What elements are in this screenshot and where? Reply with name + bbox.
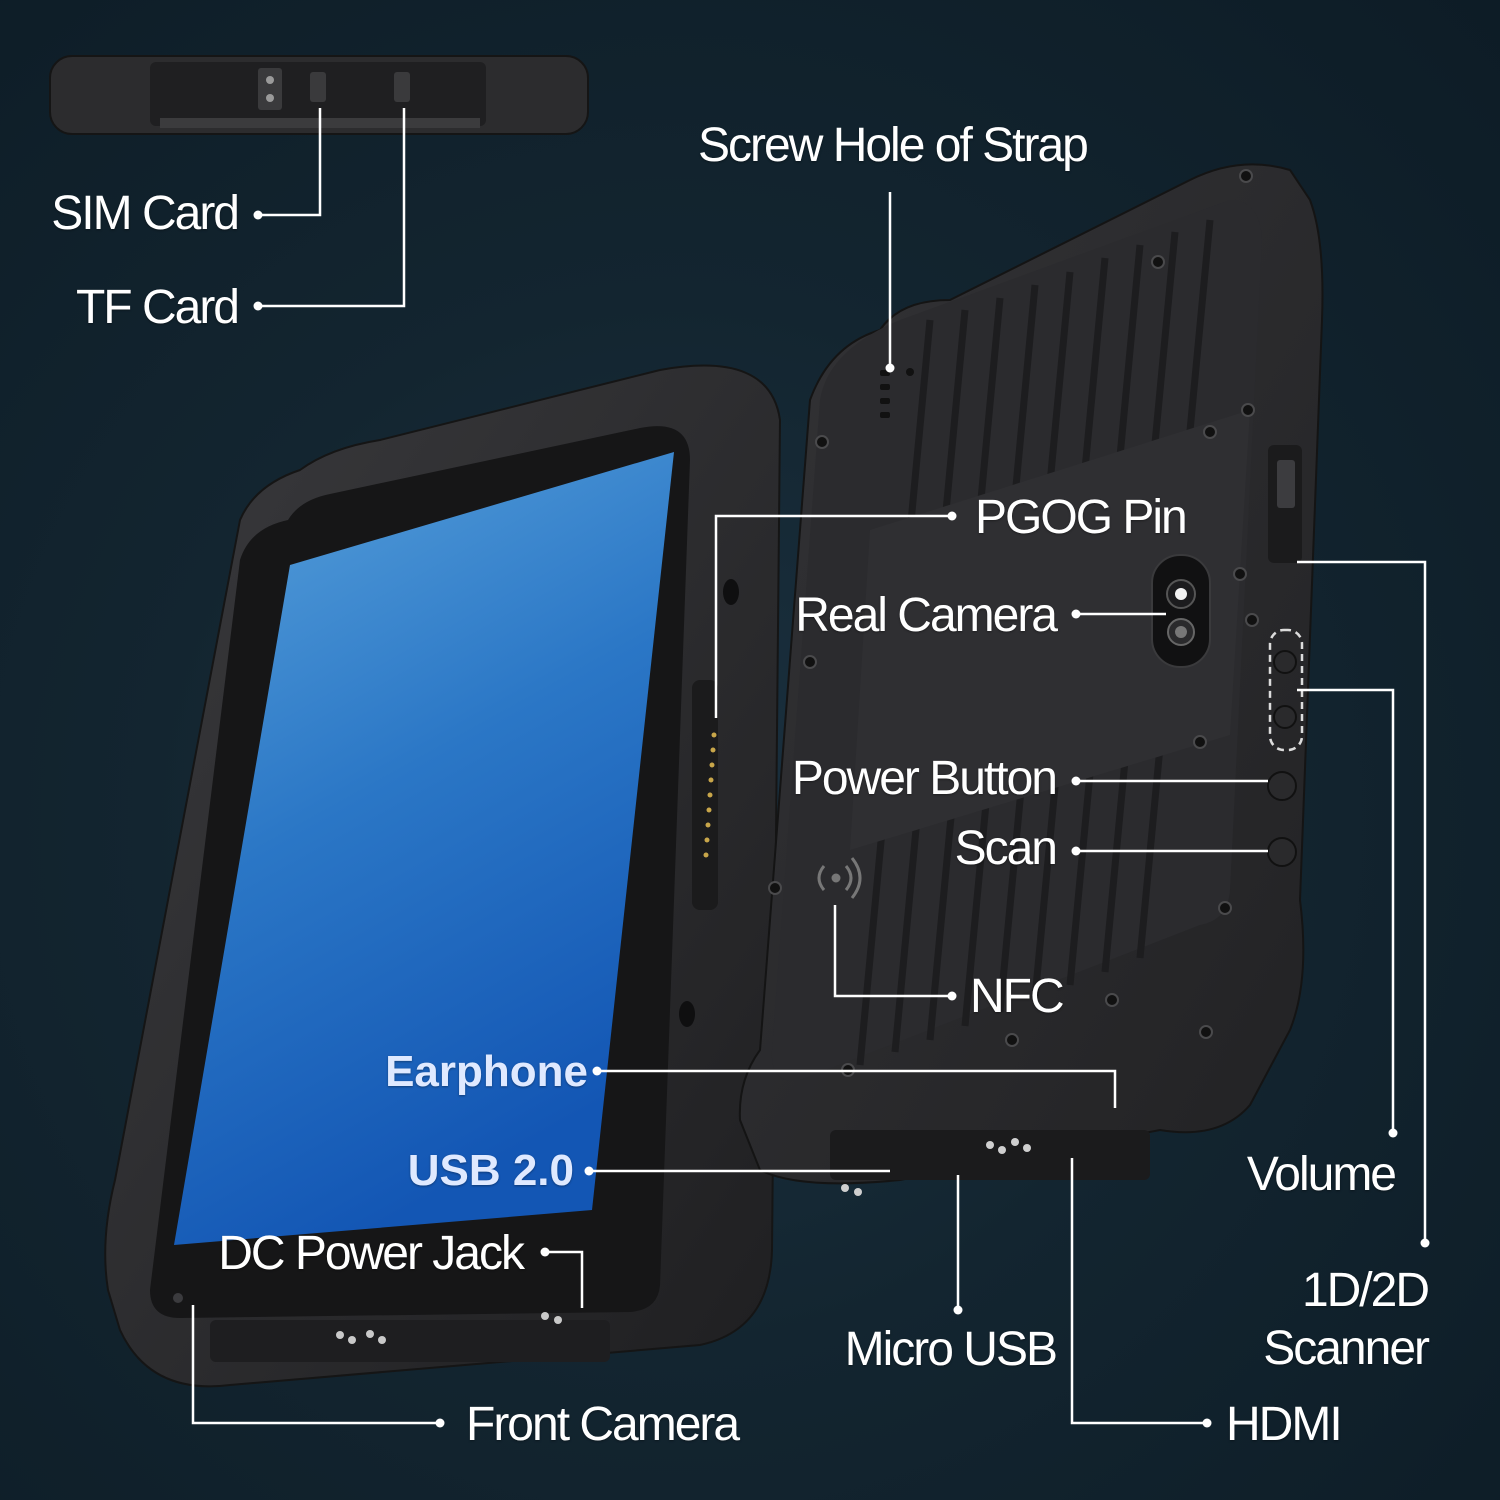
pogo-pin-connector [692,680,718,910]
label-power-button: Power Button [791,752,1058,805]
label-scanner-line2: Scanner [1263,1322,1430,1375]
strap-screw-hole [880,368,914,418]
label-nfc: NFC [970,970,1065,1023]
label-scan: Scan [954,822,1058,875]
volume-keys-outline [1268,628,1304,752]
front-camera-lens [173,1293,183,1303]
label-scanner: 1D/2D Scanner [1263,1262,1430,1378]
label-hdmi: HDMI [1226,1398,1343,1451]
scan-button-key [1267,837,1297,867]
tablet-screen [174,452,674,1245]
sim-card-callout [258,108,322,217]
label-usb: USB 2.0 [407,1146,574,1195]
pgog-pin-callout [714,514,952,718]
label-dc-power-jack: DC Power Jack [218,1227,525,1280]
tf-card-callout [258,108,406,308]
camera-flash [1175,588,1187,600]
hdmi-callout [1070,1158,1207,1425]
label-pgog-pin: PGOG Pin [975,491,1188,544]
volume-callout [1297,688,1395,1133]
front-camera-callout [191,1305,440,1425]
label-micro-usb: Micro USB [844,1323,1058,1376]
dc-power-callout [545,1250,584,1308]
nfc-icon [817,857,862,899]
callout-lines [191,108,1427,1425]
sim-card-slot [258,68,282,110]
tablet-back-view [738,163,1324,1196]
tf-card-slot [394,72,410,102]
earphone-callout [597,1069,1117,1108]
label-scanner-line1: 1D/2D [1301,1264,1430,1317]
label-tf-card: TF Card [75,281,240,334]
label-rear-camera: Real Camera [795,589,1058,642]
label-screw-hole: Screw Hole of Strap [698,119,1089,172]
label-front-camera: Front Camera [466,1398,740,1451]
scanner-callout [1297,560,1427,1243]
nfc-callout [833,905,952,998]
tablet-front-view [104,364,782,1388]
label-volume: Volume [1246,1148,1397,1201]
rear-camera-module [1151,554,1211,668]
label-earphone: Earphone [385,1047,588,1096]
power-button-key [1267,771,1297,801]
callout-dots [253,210,1430,1428]
label-sim-card: SIM Card [51,187,240,240]
